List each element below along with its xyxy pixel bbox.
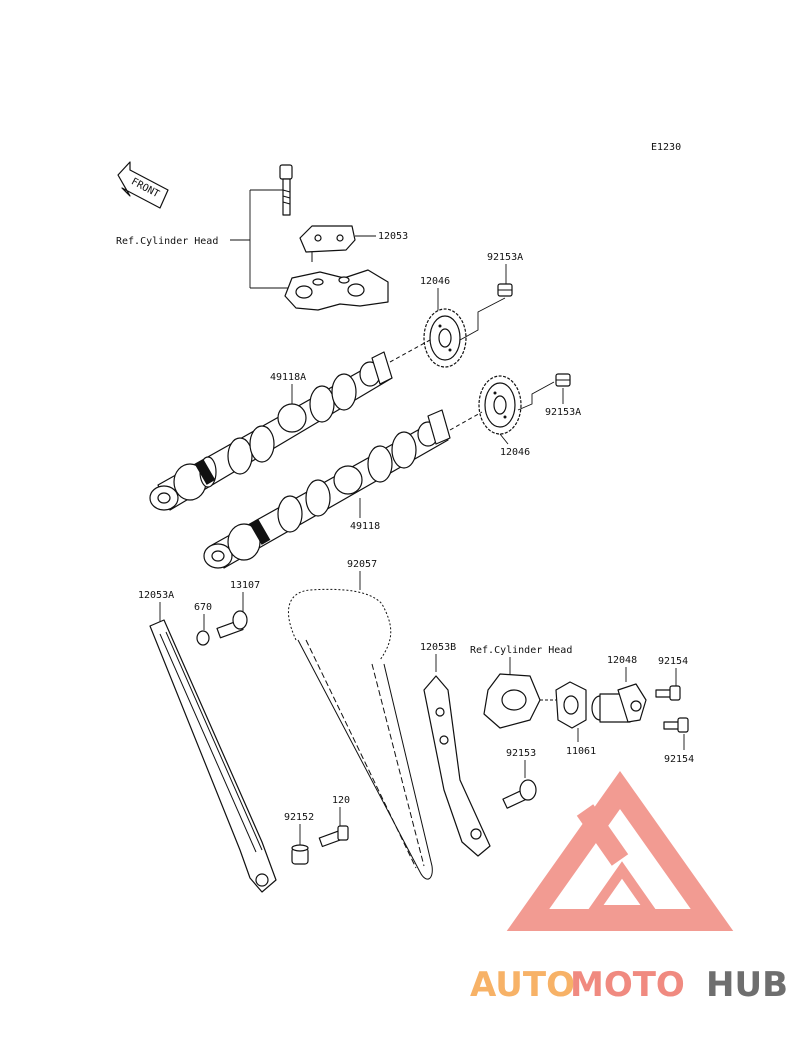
label-12048: 12048 <box>607 655 637 666</box>
label-92152: 92152 <box>284 812 314 823</box>
cam-sprocket-bottom <box>478 375 522 435</box>
bolt-part <box>279 164 293 216</box>
label-13107: 13107 <box>230 580 260 591</box>
ref-cylinder-head-top: Ref.Cylinder Head <box>116 236 218 247</box>
watermark-text-auto: AUTO <box>470 965 575 1005</box>
bolt-120 <box>318 825 349 848</box>
label-92153: 92153 <box>506 748 536 759</box>
watermark-text: AUTO MOTO HUB <box>470 965 788 1005</box>
label-92153A-top: 92153A <box>487 252 523 263</box>
bolt-92153 <box>502 779 537 809</box>
bolt-92153A-top <box>497 283 513 297</box>
cylinder-head-portion <box>483 673 541 729</box>
label-92057: 92057 <box>347 559 377 570</box>
camshaft-cap-part <box>284 269 389 311</box>
front-arrow-icon: FRONT <box>117 161 169 209</box>
label-12053: 12053 <box>378 231 408 242</box>
chain-guide-12053 <box>299 225 356 262</box>
watermark-text-moto: MOTO <box>570 965 685 1005</box>
label-92154-top: 92154 <box>658 656 688 667</box>
camshaft-49118 <box>203 409 483 569</box>
label-670: 670 <box>194 602 212 613</box>
label-12046-bottom: 12046 <box>500 447 530 458</box>
leader-12046-bottom <box>499 433 509 445</box>
chain-guide-12053B <box>423 675 491 857</box>
pivot-bolt-13107 <box>216 610 248 639</box>
label-49118: 49118 <box>350 521 380 532</box>
watermark-logo <box>506 770 734 931</box>
label-92154-bottom: 92154 <box>664 754 694 765</box>
bolt-92153A-bottom <box>555 373 571 387</box>
cam-sprocket-top <box>423 308 467 368</box>
label-12053A: 12053A <box>138 590 174 601</box>
leader-bolt-to-sprocket-top <box>459 297 506 341</box>
ref-cylinder-head-mid: Ref.Cylinder Head <box>470 645 572 656</box>
cam-chain-92057 <box>288 588 433 880</box>
cam-chain-tensioner-12048 <box>591 683 647 723</box>
bolt-92154-bottom <box>663 717 689 733</box>
bolt-92154-top <box>655 685 681 701</box>
chain-guide-12053A <box>149 619 277 893</box>
label-92153A-bottom: 92153A <box>545 407 581 418</box>
ref-bracket-lines <box>230 189 290 289</box>
label-49118A: 49118A <box>270 372 306 383</box>
label-120: 120 <box>332 795 350 806</box>
label-11061: 11061 <box>566 746 596 757</box>
leader-bolt-to-sprocket-bottom <box>517 381 555 411</box>
camshaft-49118A <box>149 339 431 511</box>
diagram-code: E1230 <box>651 142 681 153</box>
collar-92152 <box>291 844 309 865</box>
watermark-text-hub: HUB <box>706 965 788 1005</box>
o-ring-670 <box>196 630 210 646</box>
gasket-11061 <box>555 681 587 729</box>
label-12053B: 12053B <box>420 642 456 653</box>
label-12046-top: 12046 <box>420 276 450 287</box>
